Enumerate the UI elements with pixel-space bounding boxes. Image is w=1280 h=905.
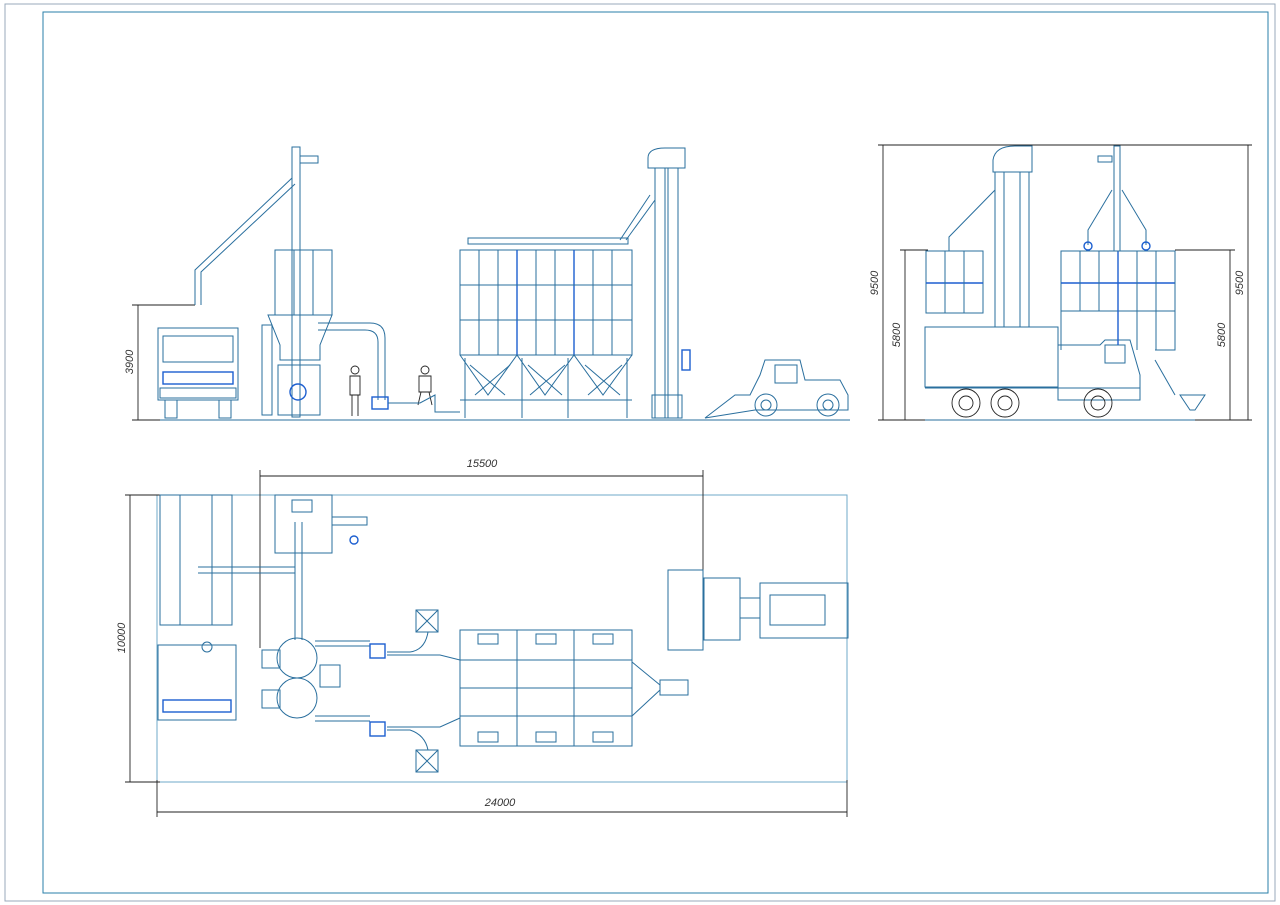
plan-ducts: [387, 631, 461, 751]
sheet-border: [4, 3, 1276, 902]
dim-5800-left: 5800: [891, 322, 903, 347]
grain-truck: [924, 326, 1141, 418]
dim-24000: 24000: [484, 797, 516, 809]
dim-9500-right: 9500: [1234, 270, 1246, 295]
cleaner-units: [261, 637, 370, 722]
silo-discharge: [631, 661, 661, 717]
drawing-frame: [42, 11, 1269, 894]
dim-15500: 15500: [467, 458, 498, 470]
intake-hopper: [415, 609, 439, 633]
worker-figure: [349, 365, 361, 416]
dryer-plan: [274, 494, 368, 640]
side-silos: [1060, 145, 1206, 411]
dim-3900: 3900: [124, 349, 136, 374]
transport-pipe: [318, 322, 386, 400]
plan-pipe: [198, 566, 295, 574]
dim-9500-left: 9500: [869, 270, 881, 295]
fan-motor: [369, 721, 386, 737]
truck-front: [157, 327, 239, 419]
feed-line: [388, 394, 460, 413]
dim-5800-right: 5800: [1216, 322, 1228, 347]
site-boundary: [156, 494, 848, 783]
discharge-pipe: [194, 177, 296, 305]
front-elevation: 3900: [124, 146, 850, 421]
fan-motor: [371, 396, 389, 410]
dryer-bin: [925, 189, 996, 314]
elevator-chute: [619, 194, 656, 241]
silos-plan: [459, 629, 633, 747]
loader-plan: [739, 582, 849, 639]
dryer-tower: [261, 146, 333, 418]
fan-motor: [369, 643, 386, 659]
storage-silos: [459, 237, 633, 418]
truck-plan: [157, 494, 237, 721]
worker-figure: [417, 365, 433, 406]
side-elevator: [992, 145, 1033, 328]
bucket-elevator: [647, 147, 691, 419]
dim-10000: 10000: [116, 622, 128, 653]
intake-hopper: [415, 749, 439, 773]
front-loader: [704, 359, 849, 419]
elevator-plan: [659, 569, 741, 696]
plan-view: 15500 10000 24000: [116, 458, 849, 817]
side-elevation: 9500 5800 9500 5800: [869, 144, 1252, 421]
